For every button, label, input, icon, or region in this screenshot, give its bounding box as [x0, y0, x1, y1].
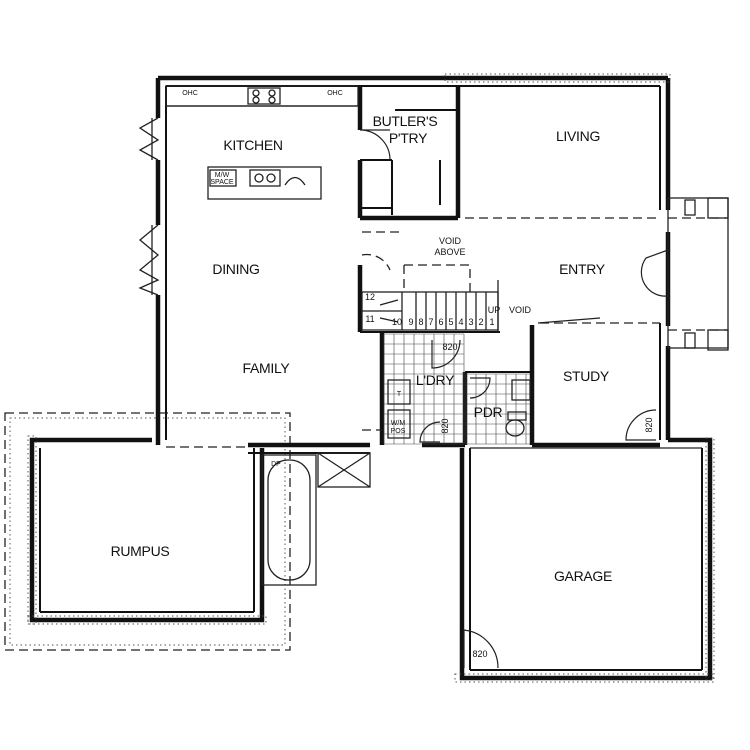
- up-label: UP: [488, 305, 501, 315]
- room-label-kitchen: KITCHEN: [223, 137, 282, 153]
- stair-number: 3: [468, 317, 473, 327]
- laundry-door-swing: [431, 339, 461, 369]
- stair-number: 4: [458, 317, 463, 327]
- stair-number: 12: [365, 292, 375, 302]
- laundry-tub: [387, 379, 411, 405]
- wm-label-2: POS: [391, 428, 406, 435]
- stair-number: 10: [392, 317, 402, 327]
- stair-number: 5: [448, 317, 453, 327]
- void-label: VOID: [509, 305, 532, 315]
- study-door-swing: [625, 409, 657, 441]
- room-label-rumpus: RUMPUS: [111, 543, 170, 559]
- stair-number: 9: [408, 317, 413, 327]
- room-label-butlers-1: BUTLER'S: [373, 113, 438, 129]
- powder-tiles: [465, 373, 530, 445]
- stair-number: 8: [418, 317, 423, 327]
- kitchen-fittings: [165, 85, 359, 200]
- room-label-butlers-2: P'TRY: [389, 130, 428, 146]
- stair-number: 6: [438, 317, 443, 327]
- wm-label-1: W/M: [391, 420, 406, 427]
- ohc-label-left: OHC: [182, 90, 198, 97]
- study-door-width: 820: [644, 417, 654, 432]
- wall-hatching: [27, 73, 715, 683]
- stair-number: 2: [478, 317, 483, 327]
- stair-number: 1: [489, 317, 494, 327]
- room-label-powder: PDR: [474, 404, 503, 420]
- room-label-garage: GARAGE: [554, 568, 612, 584]
- kitchen-island: [207, 166, 322, 200]
- ohc-label-right: OHC: [327, 90, 343, 97]
- side-courtyard: [261, 429, 382, 586]
- t-label: T: [397, 391, 402, 398]
- rumpus-slab-hatch: [9, 417, 286, 646]
- void-door-swing: [537, 317, 601, 324]
- void-above-label-1: VOID: [439, 236, 462, 246]
- room-label-study: STUDY: [563, 368, 610, 384]
- room-label-laundry: L'DRY: [416, 372, 455, 388]
- wm-space: [387, 409, 411, 439]
- pdr-door-swing: [469, 377, 491, 399]
- room-label-dining: DINING: [212, 261, 259, 277]
- mw-space-label-1: M/W: [215, 172, 230, 179]
- interior-walls: [165, 85, 661, 454]
- mw-space-label-2: SPACE: [210, 179, 234, 186]
- cooktop: [247, 87, 281, 105]
- garage-door-swing: [463, 629, 499, 669]
- kitchen-door-swing: [359, 129, 391, 161]
- void-above-label-2: ABOVE: [434, 247, 465, 257]
- laundry-door-width: 820: [442, 342, 457, 352]
- stair-number: 11: [365, 314, 374, 324]
- pdr-basin: [511, 379, 531, 401]
- room-label-family: FAMILY: [243, 360, 291, 376]
- sink: [249, 169, 281, 187]
- laundry-side-door-swing: [419, 421, 441, 443]
- stair-number: 7: [428, 317, 433, 327]
- rumpus-slab-outline: [4, 412, 291, 651]
- garage-door-width: 820: [472, 649, 487, 659]
- dp-label: DP: [271, 461, 281, 468]
- laundry-side-door-width: 820: [440, 418, 450, 433]
- room-label-entry: ENTRY: [559, 261, 606, 277]
- room-label-living: LIVING: [556, 128, 600, 144]
- bifold-doors: [138, 117, 160, 296]
- pdr-toilet: [505, 419, 525, 437]
- entry-door-swing: [640, 249, 669, 297]
- staircase: [361, 253, 499, 332]
- entry-porch: [667, 197, 729, 351]
- laundry-tiles: [383, 333, 465, 445]
